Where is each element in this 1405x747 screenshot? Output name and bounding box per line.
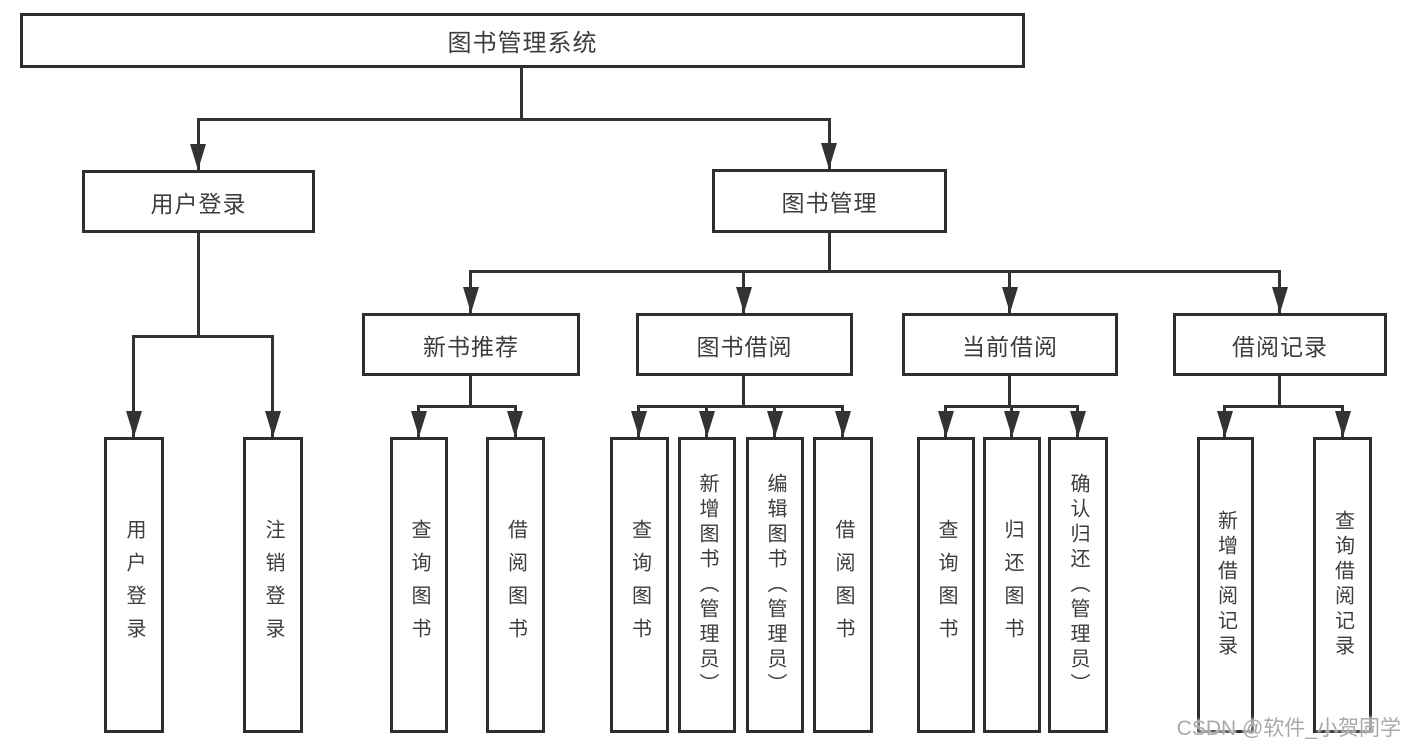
connector-user-login-stem <box>197 233 200 338</box>
leaf-query-book-3: 查询图书 <box>917 437 975 733</box>
arrowhead <box>463 287 479 313</box>
leaf-return-book: 归还图书 <box>983 437 1041 733</box>
arrowhead <box>507 411 523 437</box>
leaf-label: 用户登录 <box>123 519 145 651</box>
node-label: 借阅记录 <box>1232 333 1328 360</box>
arrowhead <box>835 411 851 437</box>
leaf-add-book-admin: 新增图书（管理员） <box>678 437 736 733</box>
leaf-add-borrow-record: 新增借阅记录 <box>1197 437 1254 733</box>
leaf-query-book-1: 查询图书 <box>390 437 448 733</box>
node-label: 图书管理 <box>781 190 878 216</box>
node-current-borrow: 当前借阅 <box>902 313 1118 376</box>
connector-level3-rail <box>469 270 1281 273</box>
arrowhead <box>1272 287 1288 313</box>
connector-rail <box>417 405 517 408</box>
node-label: 新书推荐 <box>423 333 519 360</box>
arrowhead <box>821 143 837 169</box>
leaf-label: 新增图书（管理员） <box>696 472 718 698</box>
arrowhead <box>265 411 281 437</box>
arrowhead <box>938 411 954 437</box>
arrowhead <box>190 144 206 170</box>
arrowhead <box>767 411 783 437</box>
leaf-label: 新增借阅记录 <box>1214 510 1237 660</box>
node-label: 图书借阅 <box>696 333 793 360</box>
connector-stem <box>742 376 745 408</box>
arrowhead <box>1335 411 1351 437</box>
leaf-logout: 注销登录 <box>243 437 303 733</box>
leaf-label: 归还图书 <box>1001 519 1023 651</box>
leaf-user-login: 用户登录 <box>104 437 164 733</box>
connector-book-mgmt-stem <box>828 233 831 273</box>
node-label: 用户登录 <box>150 190 247 217</box>
leaf-query-book-2: 查询图书 <box>610 437 669 733</box>
arrowhead <box>631 411 647 437</box>
connector-to-leaf <box>271 335 274 437</box>
node-user-login: 用户登录 <box>82 170 315 233</box>
arrowhead <box>126 411 142 437</box>
node-label: 当前借阅 <box>962 333 1058 360</box>
node-library-system: 图书管理系统 <box>20 13 1025 68</box>
arrowhead <box>1217 411 1233 437</box>
leaf-label: 查询借阅记录 <box>1331 510 1354 660</box>
leaf-borrow-book-1: 借阅图书 <box>486 437 545 733</box>
node-new-book-rec: 新书推荐 <box>362 313 580 376</box>
csdn-watermark: CSDN @软件_小贺同学 <box>1176 717 1401 740</box>
connector-stem <box>1278 376 1281 408</box>
leaf-label: 编辑图书（管理员） <box>764 472 786 698</box>
node-book-mgmt: 图书管理 <box>712 169 947 233</box>
leaf-label: 借阅图书 <box>504 519 527 651</box>
leaf-label: 借阅图书 <box>832 519 854 651</box>
connector-stem <box>1008 376 1011 408</box>
leaf-confirm-return-admin: 确认归还（管理员） <box>1048 437 1108 733</box>
leaf-label: 确认归还（管理员） <box>1067 472 1089 698</box>
arrowhead <box>1070 411 1086 437</box>
leaf-query-borrow-record: 查询借阅记录 <box>1313 437 1372 733</box>
connector-rail <box>1223 405 1344 408</box>
connector-rail <box>637 405 844 408</box>
node-borrow-records: 借阅记录 <box>1173 313 1387 376</box>
arrowhead <box>736 287 752 313</box>
node-book-borrow: 图书借阅 <box>636 313 853 376</box>
connector-to-leaf <box>132 335 135 437</box>
leaf-label: 查询图书 <box>408 519 430 651</box>
leaf-label: 查询图书 <box>935 519 957 651</box>
connector-stem <box>469 376 472 408</box>
arrowhead <box>411 411 427 437</box>
leaf-label: 查询图书 <box>628 519 651 651</box>
arrowhead <box>1004 411 1020 437</box>
arrowhead <box>1002 287 1018 313</box>
leaf-label: 注销登录 <box>262 519 284 651</box>
connector-root-stem <box>520 68 523 118</box>
leaf-edit-book-admin: 编辑图书（管理员） <box>746 437 804 733</box>
node-label: 图书管理系统 <box>447 30 598 57</box>
connector-level2-rail <box>197 118 831 121</box>
connector-user-login-rail <box>132 335 274 338</box>
leaf-borrow-book-2: 借阅图书 <box>813 437 873 733</box>
arrowhead <box>699 411 715 437</box>
